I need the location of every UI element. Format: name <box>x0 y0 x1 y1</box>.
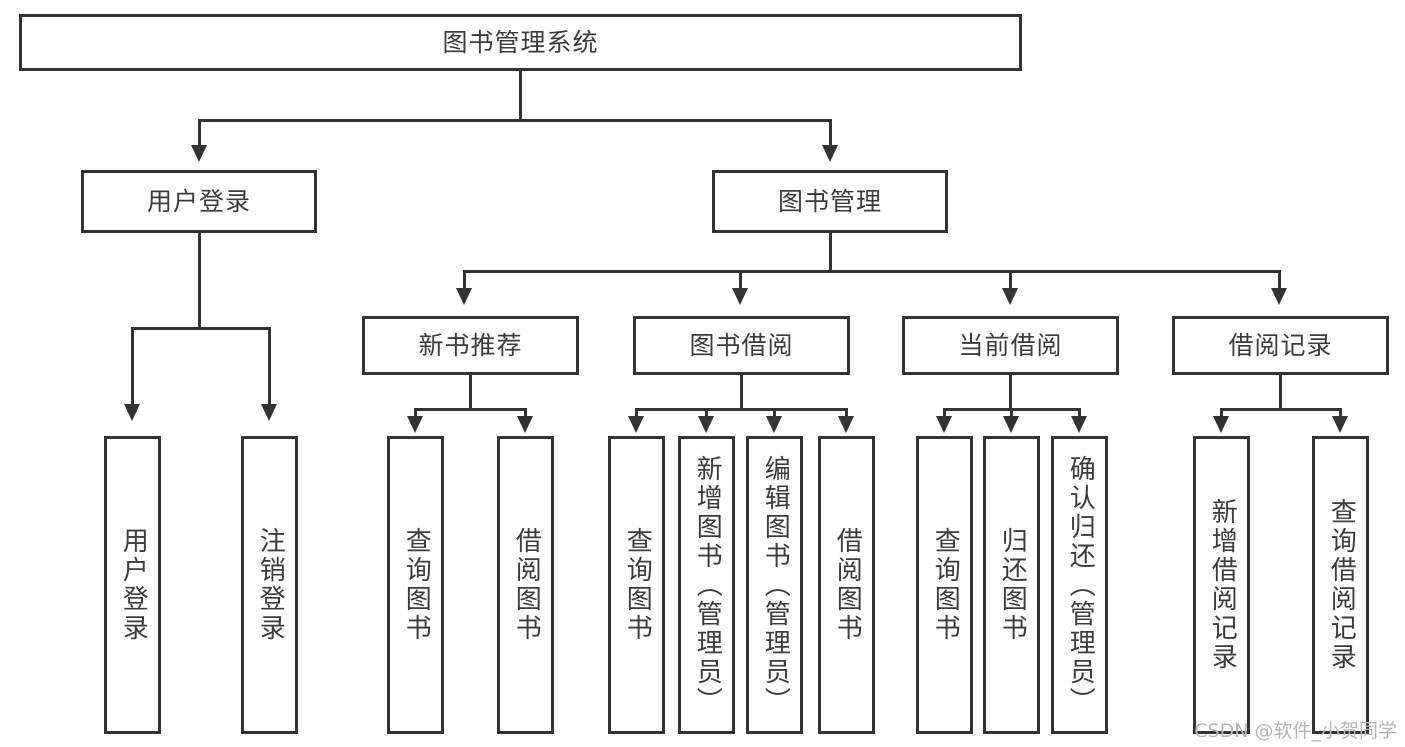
node-leaf-confirm-return-admin[interactable]: 确认归还（管理员） <box>1051 436 1108 734</box>
connector-user-login-drop-1 <box>131 327 134 406</box>
connector-root-stem <box>519 71 522 121</box>
connector-book-borrow-drop-2 <box>705 408 708 418</box>
node-label: 用户登录 <box>146 186 251 216</box>
connector-user-login-drop-2 <box>268 327 271 406</box>
arrowhead-leaf-borrow-book-1 <box>517 416 533 433</box>
node-leaf-query-book-current[interactable]: 查询图书 <box>916 436 973 734</box>
arrowhead-leaf-add-record <box>1213 416 1229 433</box>
connector-current-borrow-drop-1 <box>943 408 946 418</box>
arrowhead-book-borrow <box>732 288 748 305</box>
node-leaf-return-book[interactable]: 归还图书 <box>983 436 1040 734</box>
node-label: 图书借阅 <box>689 330 794 360</box>
node-label: 注销登录 <box>255 527 286 643</box>
node-root-system[interactable]: 图书管理系统 <box>19 14 1022 71</box>
connector-book-manage-drop-1 <box>463 270 466 290</box>
arrowhead-leaf-user-login <box>124 404 140 421</box>
node-leaf-query-book-borrow[interactable]: 查询图书 <box>608 436 665 734</box>
node-leaf-query-borrow-record[interactable]: 查询借阅记录 <box>1312 436 1369 734</box>
node-leaf-logout[interactable]: 注销登录 <box>241 436 298 734</box>
connector-current-borrow-stem <box>1009 375 1012 410</box>
arrowhead-borrow-record <box>1271 288 1287 305</box>
node-book-borrow[interactable]: 图书借阅 <box>633 316 850 375</box>
node-label: 借阅图书 <box>511 527 542 643</box>
connector-book-manage-stem <box>829 233 832 272</box>
node-leaf-borrow-book[interactable]: 借阅图书 <box>818 436 875 734</box>
arrowhead-leaf-query-record <box>1332 416 1348 433</box>
node-leaf-edit-book-admin[interactable]: 编辑图书（管理员） <box>746 436 803 734</box>
connector-borrow-record-bus <box>1220 408 1342 411</box>
node-label: 用户登录 <box>118 527 149 643</box>
connector-user-login-bus <box>131 327 271 330</box>
arrowhead-leaf-borrow-book-2 <box>838 416 854 433</box>
node-leaf-query-book-recommend[interactable]: 查询图书 <box>387 436 444 734</box>
node-label: 借阅图书 <box>832 527 863 643</box>
node-label: 确认归还（管理员） <box>1065 454 1096 716</box>
connector-book-borrow-stem <box>740 375 743 410</box>
connector-borrow-record-drop-1 <box>1220 408 1223 418</box>
node-label: 查询借阅记录 <box>1326 498 1357 672</box>
csdn-watermark: CSDN @软件_小贺同学 <box>1194 720 1397 742</box>
node-label: 当前借阅 <box>958 330 1063 360</box>
node-new-book-recommend[interactable]: 新书推荐 <box>362 316 579 375</box>
connector-current-borrow-drop-2 <box>1010 408 1013 418</box>
node-book-manage[interactable]: 图书管理 <box>712 170 948 233</box>
connector-book-borrow-drop-1 <box>635 408 638 418</box>
connector-new-book-drop-2 <box>524 408 527 418</box>
connector-book-manage-drop-2 <box>739 270 742 290</box>
node-label: 查询图书 <box>930 527 961 643</box>
node-borrow-record[interactable]: 借阅记录 <box>1172 316 1389 375</box>
node-label: 图书管理 <box>777 186 882 216</box>
node-label: 新增图书（管理员） <box>692 454 723 716</box>
node-leaf-borrow-book-recommend[interactable]: 借阅图书 <box>497 436 554 734</box>
node-user-login[interactable]: 用户登录 <box>81 170 317 233</box>
connector-new-book-stem <box>469 375 472 410</box>
connector-book-manage-bus <box>463 270 1281 273</box>
arrowhead-user-login <box>191 145 207 162</box>
arrowhead-leaf-add-book <box>698 416 714 433</box>
node-current-borrow[interactable]: 当前借阅 <box>902 316 1119 375</box>
connector-book-manage-drop-4 <box>1278 270 1281 290</box>
node-label: 查询图书 <box>401 527 432 643</box>
connector-current-borrow-drop-3 <box>1078 408 1081 418</box>
arrowhead-leaf-query-book-2 <box>628 416 644 433</box>
arrowhead-leaf-logout <box>261 404 277 421</box>
node-label: 查询图书 <box>622 527 653 643</box>
connector-new-book-bus <box>414 408 527 411</box>
node-label: 归还图书 <box>997 527 1028 643</box>
connector-root-drop-user-login <box>198 119 201 147</box>
arrowhead-leaf-confirm-return <box>1071 416 1087 433</box>
arrowhead-leaf-query-book-1 <box>407 416 423 433</box>
node-leaf-add-borrow-record[interactable]: 新增借阅记录 <box>1193 436 1250 734</box>
connector-borrow-record-stem <box>1279 375 1282 410</box>
connector-book-manage-drop-3 <box>1009 270 1012 290</box>
connector-borrow-record-drop-2 <box>1339 408 1342 418</box>
connector-root-drop-book-manage <box>829 119 832 147</box>
node-label: 编辑图书（管理员） <box>760 454 791 716</box>
arrowhead-current-borrow <box>1002 288 1018 305</box>
arrowhead-new-book-recommend <box>456 288 472 305</box>
node-label: 借阅记录 <box>1228 330 1333 360</box>
node-label: 新书推荐 <box>418 330 523 360</box>
node-label: 图书管理系统 <box>442 27 599 57</box>
node-leaf-user-login[interactable]: 用户登录 <box>104 436 161 734</box>
node-leaf-add-book-admin[interactable]: 新增图书（管理员） <box>678 436 735 734</box>
connector-root-bus <box>198 119 832 122</box>
arrowhead-book-manage <box>822 145 838 162</box>
connector-book-borrow-drop-4 <box>845 408 848 418</box>
connector-book-borrow-drop-3 <box>773 408 776 418</box>
connector-book-borrow-bus <box>635 408 848 411</box>
node-label: 新增借阅记录 <box>1207 498 1238 672</box>
arrowhead-leaf-edit-book <box>766 416 782 433</box>
arrowhead-leaf-return-book <box>1003 416 1019 433</box>
connector-new-book-drop-1 <box>414 408 417 418</box>
connector-user-login-stem <box>198 233 201 329</box>
arrowhead-leaf-query-book-3 <box>936 416 952 433</box>
